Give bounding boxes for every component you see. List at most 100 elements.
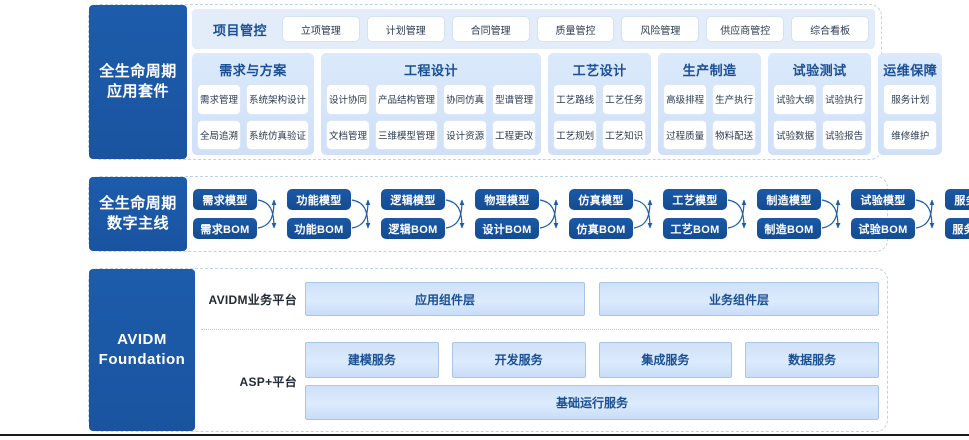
thread-connector-arrows-icon [257, 188, 287, 240]
capability-group-title: 试验测试 [792, 63, 847, 78]
avidm-foundation-body: AVIDM业务平台 应用组件层 业务组件层 ASP+平台 建模服务 开发服务 集… [201, 273, 879, 427]
capability-group-title: 需求与方案 [219, 63, 287, 78]
capability-leaf[interactable]: 试验数据 [773, 119, 818, 150]
thread-model-box[interactable]: 功能模型 [287, 189, 351, 210]
thread-model-box[interactable]: 制造模型 [757, 189, 821, 210]
thread-model-box[interactable]: 需求模型 [193, 189, 257, 210]
project-control-item[interactable]: 供应商管控 [706, 16, 785, 42]
business-platform-layers: 应用组件层 业务组件层 [305, 282, 879, 316]
avidm-foundation-side-label-line1: AVIDM [117, 330, 167, 348]
capability-group-service-support: 运维保障 服务计划 维修维护 [878, 53, 943, 155]
capability-leaf[interactable]: 试验执行 [822, 84, 867, 115]
capability-leaf[interactable]: 试验大纲 [773, 84, 818, 115]
thread-connector-arrows-icon [633, 188, 663, 240]
capability-leaf[interactable]: 设计资源 [443, 119, 488, 150]
platform-divider [201, 329, 879, 330]
capability-leaf[interactable]: 服务计划 [883, 84, 938, 115]
capability-groups-row: 需求与方案 需求管理 系统架构设计 全局追溯 系统仿真验证 工程设计 [192, 53, 943, 155]
thread-connector-arrows-icon [539, 188, 569, 240]
capability-leaf[interactable]: 高级排程 [663, 84, 708, 115]
application-suite-panel: 全生命周期 应用套件 项目管控 立项管理 计划管理 合同管理 质量管控 风险管理… [88, 4, 943, 160]
capability-leaf[interactable]: 协同仿真 [443, 84, 488, 115]
capability-leaf[interactable]: 生产执行 [712, 84, 757, 115]
thread-column: 服务模型 服务BOM [945, 177, 969, 251]
thread-connector-arrows-icon [351, 188, 381, 240]
capability-leaf[interactable]: 设计协同 [326, 84, 371, 115]
thread-model-box[interactable]: 物理模型 [475, 189, 539, 210]
capability-group-requirements: 需求与方案 需求管理 系统架构设计 全局追溯 系统仿真验证 [192, 53, 315, 155]
thread-connector-arrows-icon [445, 188, 475, 240]
capability-leaf[interactable]: 工艺任务 [602, 84, 647, 115]
asp-service[interactable]: 开发服务 [451, 342, 586, 378]
asp-service[interactable]: 数据服务 [745, 342, 879, 378]
capability-leaf[interactable]: 工艺规划 [553, 119, 598, 150]
thread-model-box[interactable]: 工艺模型 [663, 189, 727, 210]
asp-service[interactable]: 建模服务 [305, 342, 439, 378]
capability-leaf[interactable]: 工艺路线 [553, 84, 598, 115]
project-control-item[interactable]: 质量管控 [536, 16, 615, 42]
thread-model-box[interactable]: 服务模型 [945, 189, 969, 210]
project-control-item[interactable]: 综合看板 [791, 16, 870, 42]
thread-bom-box[interactable]: 设计BOM [475, 218, 539, 239]
project-control-item[interactable]: 风险管理 [621, 16, 700, 42]
thread-bom-box[interactable]: 工艺BOM [663, 218, 727, 239]
digital-thread-body: 需求模型 需求BOM 功能模型 功能BOM [193, 177, 969, 251]
digital-thread-panel: 全生命周期 数字主线 需求模型 需求BOM [88, 176, 969, 252]
digital-thread-side-label-line1: 全生命周期 [99, 194, 177, 212]
thread-model-box[interactable]: 仿真模型 [569, 189, 633, 210]
capability-leaf[interactable]: 工程更改 [492, 119, 537, 150]
asp-base-service-row: 基础运行服务 [305, 384, 879, 420]
capability-leaf[interactable]: 产品结构管理 [375, 84, 439, 115]
capability-leaf[interactable]: 物料配送 [712, 119, 757, 150]
thread-model-box[interactable]: 试验模型 [851, 189, 915, 210]
capability-group-title: 生产制造 [682, 63, 737, 78]
asp-platform-name: ASP+平台 [239, 374, 297, 389]
thread-model-box[interactable]: 逻辑模型 [381, 189, 445, 210]
digital-thread-side-label: 全生命周期 数字主线 [89, 177, 187, 251]
capability-leaf[interactable]: 需求管理 [197, 84, 242, 115]
business-platform-row: AVIDM业务平台 应用组件层 业务组件层 [201, 279, 879, 319]
thread-bom-box[interactable]: 逻辑BOM [381, 218, 445, 239]
avidm-foundation-side-label-line2: Foundation [98, 351, 186, 368]
thread-bom-box[interactable]: 制造BOM [757, 218, 821, 239]
thread-column: 需求模型 需求BOM [193, 177, 257, 251]
capability-leaf[interactable]: 系统架构设计 [246, 84, 310, 115]
thread-bom-box[interactable]: 试验BOM [851, 218, 915, 239]
capability-leaf[interactable]: 文档管理 [326, 119, 371, 150]
capability-leaf[interactable]: 工艺知识 [602, 119, 647, 150]
business-platform-name: AVIDM业务平台 [208, 292, 297, 307]
asp-platform-stack: 建模服务 开发服务 集成服务 数据服务 基础运行服务 [305, 342, 879, 420]
avidm-foundation-side-label: AVIDM Foundation [89, 269, 195, 431]
thread-bom-box[interactable]: 服务BOM [945, 218, 969, 239]
project-control-items: 立项管理 计划管理 合同管理 质量管控 风险管理 供应商管控 综合看板 [282, 16, 870, 42]
thread-column: 仿真模型 仿真BOM [569, 177, 633, 251]
capability-group-title: 工程设计 [404, 63, 459, 78]
application-suite-side-label: 全生命周期 应用套件 [89, 5, 187, 159]
capability-group-engineering-design: 工程设计 设计协同 产品结构管理 协同仿真 型谱管理 文档管理 三维模型管理 设… [321, 53, 542, 155]
project-control-row: 项目管控 立项管理 计划管理 合同管理 质量管控 风险管理 供应商管控 综合看板 [192, 9, 875, 49]
capability-group-process-design: 工艺设计 工艺路线 工艺任务 工艺规划 工艺知识 [548, 53, 652, 155]
asp-service[interactable]: 集成服务 [598, 342, 733, 378]
thread-bom-box[interactable]: 仿真BOM [569, 218, 633, 239]
capability-leaf[interactable]: 维修维护 [883, 119, 938, 150]
project-control-item[interactable]: 计划管理 [366, 16, 445, 42]
capability-leaf[interactable]: 过程质量 [663, 119, 708, 150]
capability-group-title: 运维保障 [883, 63, 938, 78]
thread-column: 试验模型 试验BOM [851, 177, 915, 251]
capability-leaf[interactable]: 三维模型管理 [375, 119, 439, 150]
capability-group-title: 工艺设计 [572, 63, 627, 78]
capability-leaf[interactable]: 系统仿真验证 [246, 119, 310, 150]
thread-bom-box[interactable]: 需求BOM [193, 218, 257, 239]
capability-leaf[interactable]: 试验报告 [822, 119, 867, 150]
project-control-item[interactable]: 合同管理 [451, 16, 530, 42]
digital-thread-side-label-line2: 数字主线 [106, 215, 169, 232]
business-platform-layer[interactable]: 业务组件层 [599, 282, 879, 316]
capability-leaf[interactable]: 全局追溯 [197, 119, 242, 150]
asp-base-service[interactable]: 基础运行服务 [305, 384, 879, 420]
capability-leaf[interactable]: 型谱管理 [492, 84, 537, 115]
thread-column: 制造模型 制造BOM [757, 177, 821, 251]
business-platform-layer[interactable]: 应用组件层 [305, 282, 585, 316]
project-control-item[interactable]: 立项管理 [282, 16, 360, 42]
thread-bom-box[interactable]: 功能BOM [287, 218, 351, 239]
